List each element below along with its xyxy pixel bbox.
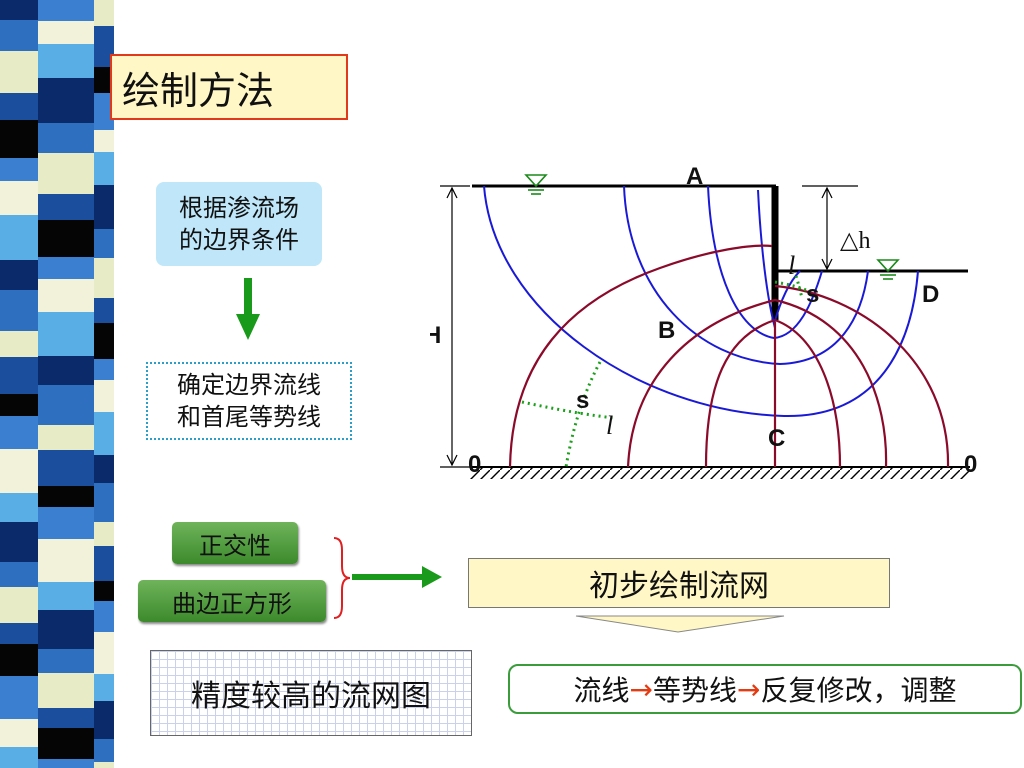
equipotential-2 <box>626 298 888 468</box>
label-zero-right: 0 <box>964 451 977 478</box>
impermeable-base-hatch <box>470 467 970 479</box>
label-zero-left: 0 <box>468 451 481 478</box>
curvilinear-square-label: 曲边正方形 <box>172 589 292 618</box>
boundary-conditions-box: 根据渗流场 的边界条件 <box>156 182 322 266</box>
initial-flow-net-label: 初步绘制流网 <box>589 569 769 604</box>
orthogonality-label: 正交性 <box>199 531 271 560</box>
curvilinear-square-guides <box>521 275 807 468</box>
streamlines <box>483 185 919 418</box>
iteration-part-2: 等势线 <box>652 674 737 707</box>
label-l-large: l <box>606 411 613 440</box>
boundary-conditions-line-2: 的边界条件 <box>179 226 299 254</box>
orthogonality-badge: 正交性 <box>172 522 298 564</box>
equipotential-outer <box>508 244 950 468</box>
final-flow-net-label: 精度较高的流网图 <box>191 679 431 714</box>
determine-lines-line-2: 和首尾等势线 <box>177 403 321 431</box>
initial-flow-net-box: 初步绘制流网 <box>468 558 890 608</box>
label-d: D <box>922 281 939 308</box>
green-down-arrow <box>236 278 260 340</box>
label-a: A <box>686 163 703 190</box>
iteration-part-3: 反复修改，调整 <box>760 674 957 707</box>
page-title: 绘制方法 <box>110 54 348 120</box>
label-s-small: s <box>806 281 819 308</box>
head-loss-dimension <box>802 185 858 272</box>
determine-boundary-lines-box: 确定边界流线 和首尾等势线 <box>146 362 352 440</box>
equipotential-lines <box>508 244 950 468</box>
iteration-arrow-2: → <box>737 672 761 706</box>
height-dimension <box>440 185 470 468</box>
page-title-text: 绘制方法 <box>122 68 275 113</box>
streamline-4 <box>483 185 919 418</box>
downstream-water-level-icon <box>876 259 900 280</box>
streamline-1 <box>757 189 801 328</box>
streamline-3 <box>623 185 869 366</box>
iteration-arrow-1: → <box>629 672 653 706</box>
iteration-process-box: 流线→等势线→反复修改，调整 <box>508 664 1022 714</box>
iteration-part-1: 流线 <box>573 674 630 707</box>
label-b: B <box>658 317 675 344</box>
label-s-large: s <box>576 387 589 414</box>
curvilinear-square-badge: 曲边正方形 <box>138 580 326 622</box>
final-flow-net-box: 精度较高的流网图 <box>150 650 472 736</box>
label-l-small: l <box>788 251 795 280</box>
streamline-2 <box>707 185 823 340</box>
label-delta-h: △h <box>840 228 870 254</box>
equipotential-3 <box>704 318 842 468</box>
down-chevron-arrow <box>575 615 785 633</box>
upstream-water-level-icon <box>524 174 548 195</box>
determine-lines-line-1: 确定边界流线 <box>177 371 321 399</box>
red-brace <box>333 537 351 619</box>
label-h: H <box>430 322 441 349</box>
green-right-arrow <box>352 566 442 588</box>
boundary-conditions-line-1: 根据渗流场 <box>179 194 299 222</box>
label-c: C <box>768 425 785 452</box>
flow-net-diagram: A B C D H △h s s l l 0 0 <box>430 163 977 479</box>
decorative-left-strip <box>0 0 120 768</box>
